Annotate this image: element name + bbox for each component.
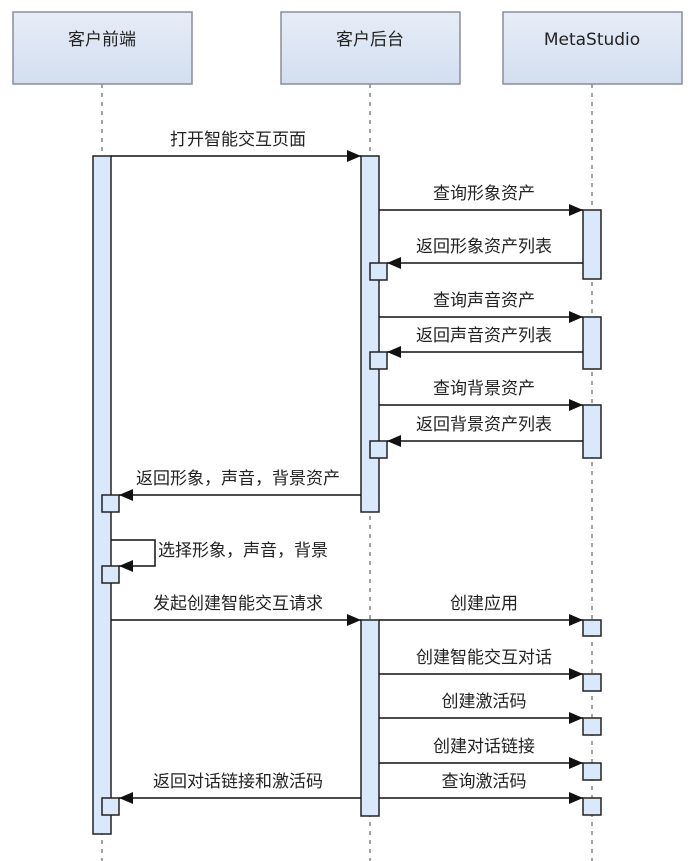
- receive-box: [101, 494, 120, 513]
- message-return-avatar-list: 返回形象资产列表: [387, 237, 583, 269]
- message-label: 查询声音资产: [433, 291, 535, 311]
- activation-metastudio-3: [582, 404, 602, 459]
- receive-box: [582, 762, 602, 781]
- receive-box: [582, 797, 602, 816]
- receive-box: [369, 262, 388, 281]
- message-label: 创建对话链接: [433, 737, 535, 757]
- receive-box: [582, 619, 602, 637]
- message-label: 查询形象资产: [433, 184, 535, 204]
- message-label: 发起创建智能交互请求: [153, 594, 323, 614]
- message-query-activation-code: 查询激活码: [379, 772, 583, 804]
- message-label: 查询背景资产: [433, 379, 535, 399]
- participant-label: 客户前端: [68, 30, 136, 50]
- receive-box: [582, 673, 602, 692]
- message-create-interaction: 创建智能交互对话: [379, 648, 583, 680]
- message-create-app: 创建应用: [379, 594, 583, 626]
- message-create-request: 发起创建智能交互请求: [111, 594, 361, 626]
- receive-box: [369, 440, 388, 459]
- message-label: 创建应用: [450, 594, 518, 614]
- receive-box: [369, 351, 388, 370]
- message-open-page: 打开智能交互页面: [111, 130, 361, 162]
- participant-metastudio: MetaStudio: [502, 11, 683, 85]
- message-label: 打开智能交互页面: [170, 130, 306, 150]
- activation-client-back-1: [360, 155, 380, 513]
- message-label: 返回背景资产列表: [416, 415, 552, 435]
- message-label: 返回声音资产列表: [416, 326, 552, 346]
- message-label: 查询激活码: [442, 772, 527, 792]
- receive-box: [101, 565, 120, 584]
- activation-client-back-2: [360, 619, 380, 817]
- message-return-assets: 返回形象，声音，背景资产: [119, 469, 361, 501]
- message-self-select: 选择形象，声音，背景: [111, 539, 328, 572]
- message-return-background-list: 返回背景资产列表: [387, 415, 583, 447]
- participant-client-front: 客户前端: [12, 11, 193, 85]
- message-label: 返回对话链接和激活码: [153, 772, 323, 792]
- message-label: 选择形象，声音，背景: [158, 541, 328, 561]
- message-return-link-and-code: 返回对话链接和激活码: [119, 772, 361, 804]
- activation-metastudio-1: [582, 209, 602, 280]
- receive-box: [101, 797, 120, 816]
- message-create-activation-code: 创建激活码: [379, 692, 583, 724]
- message-query-background: 查询背景资产: [379, 379, 583, 411]
- participant-client-back: 客户后台: [280, 11, 461, 85]
- receive-box: [582, 717, 602, 736]
- participant-label: MetaStudio: [544, 30, 640, 50]
- message-label: 创建智能交互对话: [416, 648, 552, 668]
- message-label: 返回形象资产列表: [416, 237, 552, 257]
- participant-label: 客户后台: [336, 30, 404, 50]
- message-create-dialog-link: 创建对话链接: [379, 737, 583, 769]
- activation-metastudio-2: [582, 316, 602, 370]
- message-label: 创建激活码: [442, 692, 527, 712]
- message-query-voice: 查询声音资产: [379, 291, 583, 323]
- message-label: 返回形象，声音，背景资产: [136, 469, 340, 489]
- message-return-voice-list: 返回声音资产列表: [387, 326, 583, 358]
- message-query-avatar: 查询形象资产: [379, 184, 583, 216]
